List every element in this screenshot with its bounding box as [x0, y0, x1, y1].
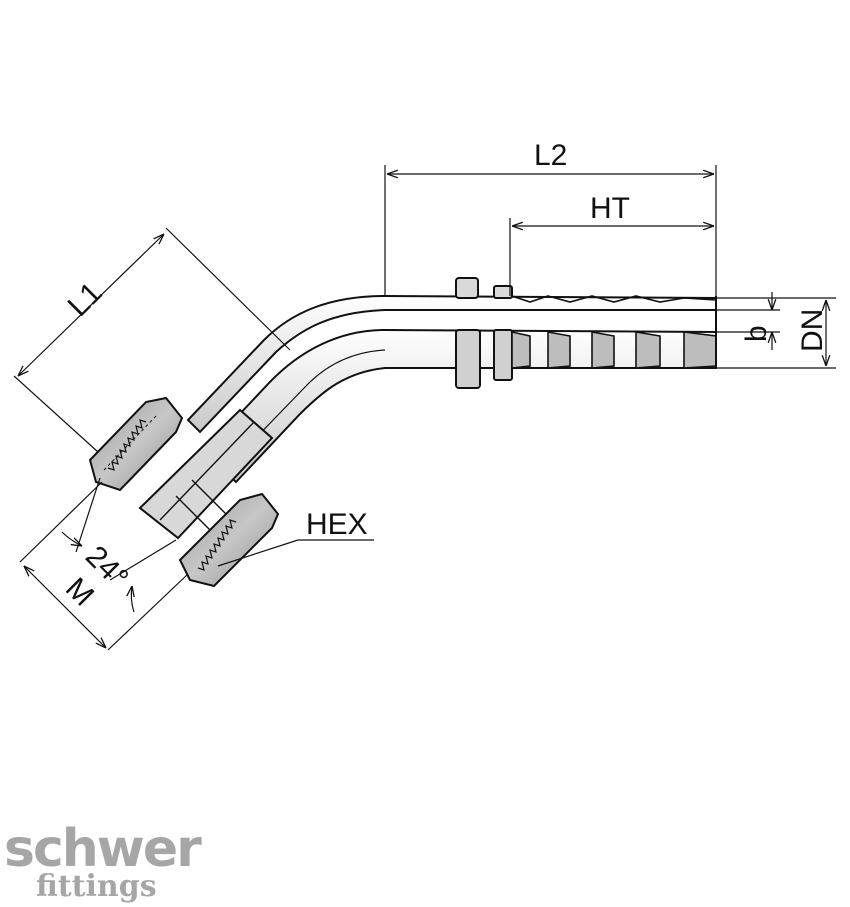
- swivel-nut-lower: [178, 492, 280, 588]
- bent-tube-lower: [202, 296, 717, 484]
- schwer-fittings-logo: schwer fittings: [4, 819, 204, 904]
- bent-tube-upper: [186, 277, 717, 434]
- swivel-nut-upper: [88, 396, 184, 492]
- dimension-lines: [13, 165, 836, 651]
- logo-brand: schwer: [4, 819, 202, 879]
- label-l2: L2: [534, 139, 567, 172]
- label-b: b: [740, 325, 773, 342]
- logo-sub: fittings: [36, 869, 157, 904]
- label-dn: DN: [796, 309, 829, 352]
- nipple-cone: [138, 408, 274, 540]
- label-hex: HEX: [306, 508, 368, 541]
- label-ht: HT: [590, 192, 630, 225]
- label-l1: L1: [62, 276, 109, 323]
